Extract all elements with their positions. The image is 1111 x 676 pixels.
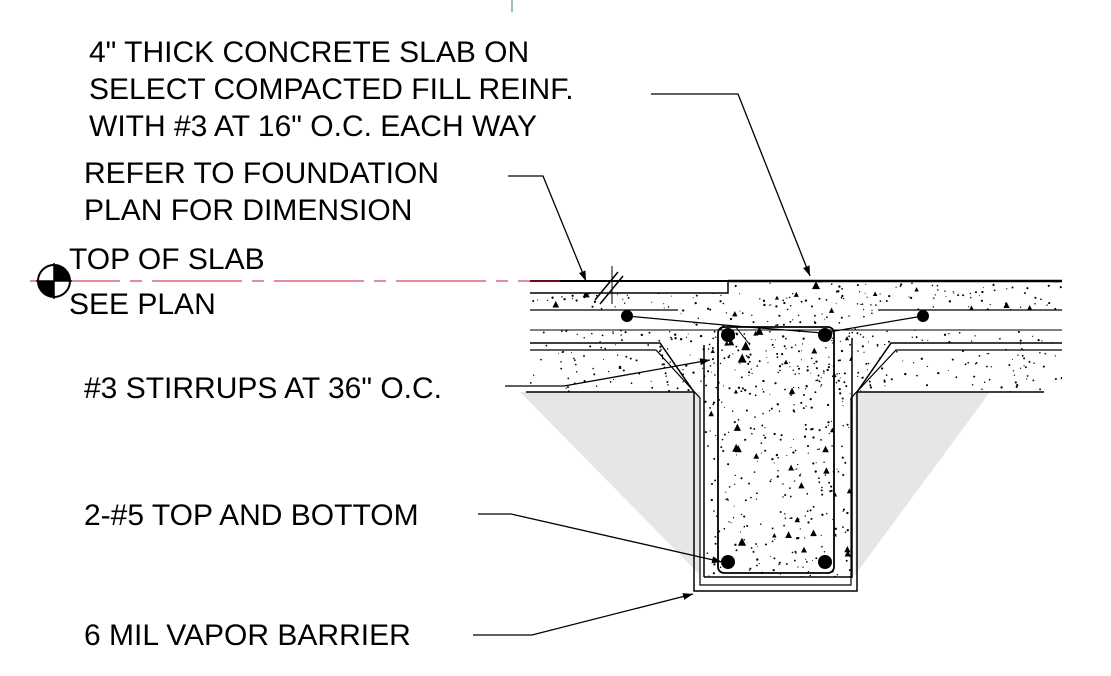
rebar-note: 2-#5 TOP AND BOTTOM	[84, 499, 419, 532]
break-mark	[594, 266, 624, 305]
stirrups-note: #3 STIRRUPS AT 36" O.C.	[84, 372, 442, 405]
elevation-label-bottom: SEE PLAN	[69, 288, 216, 321]
slab-leader	[651, 93, 811, 277]
bottom-rebar-right	[818, 555, 832, 569]
soil-shade-right	[855, 392, 990, 575]
elevation-label-top: TOP OF SLAB	[69, 243, 265, 276]
slab-outline	[530, 279, 1062, 331]
foundation-leader	[508, 175, 587, 282]
bottom-rebar-left	[721, 555, 735, 569]
stirrup	[717, 326, 835, 574]
compacted-fill-stipple	[530, 330, 1062, 392]
rebar-leader	[478, 513, 723, 564]
leader-lines	[473, 93, 811, 636]
top-rebar-left	[721, 328, 735, 342]
stirrups-leader	[505, 358, 711, 387]
foundation-note-line-1: REFER TO FOUNDATION	[84, 157, 439, 190]
rebar-group	[621, 310, 929, 569]
slab-reinforcing-bar	[626, 315, 924, 334]
slab-note-line-1: 4" THICK CONCRETE SLAB ON	[89, 36, 529, 69]
top-rebar-right	[818, 328, 832, 342]
slab-bar-hook	[734, 325, 751, 346]
footing-outline	[703, 338, 853, 578]
foundation-note-line-2: PLAN FOR DIMENSION	[84, 194, 412, 227]
slab-note-line-2: SELECT COMPACTED FILL REINF.	[89, 73, 574, 106]
soil-shade-left	[520, 392, 700, 575]
slab-rebar-left	[621, 310, 633, 322]
slab-note-line-3: WITH #3 AT 16" O.C. EACH WAY	[89, 110, 537, 143]
vapor-barrier-note: 6 MIL VAPOR BARRIER	[84, 619, 411, 652]
vapor-barrier	[526, 342, 1062, 592]
vapor-leader	[473, 593, 694, 636]
elevation-marker-icon	[36, 263, 72, 299]
slab-rebar-right	[917, 310, 929, 322]
